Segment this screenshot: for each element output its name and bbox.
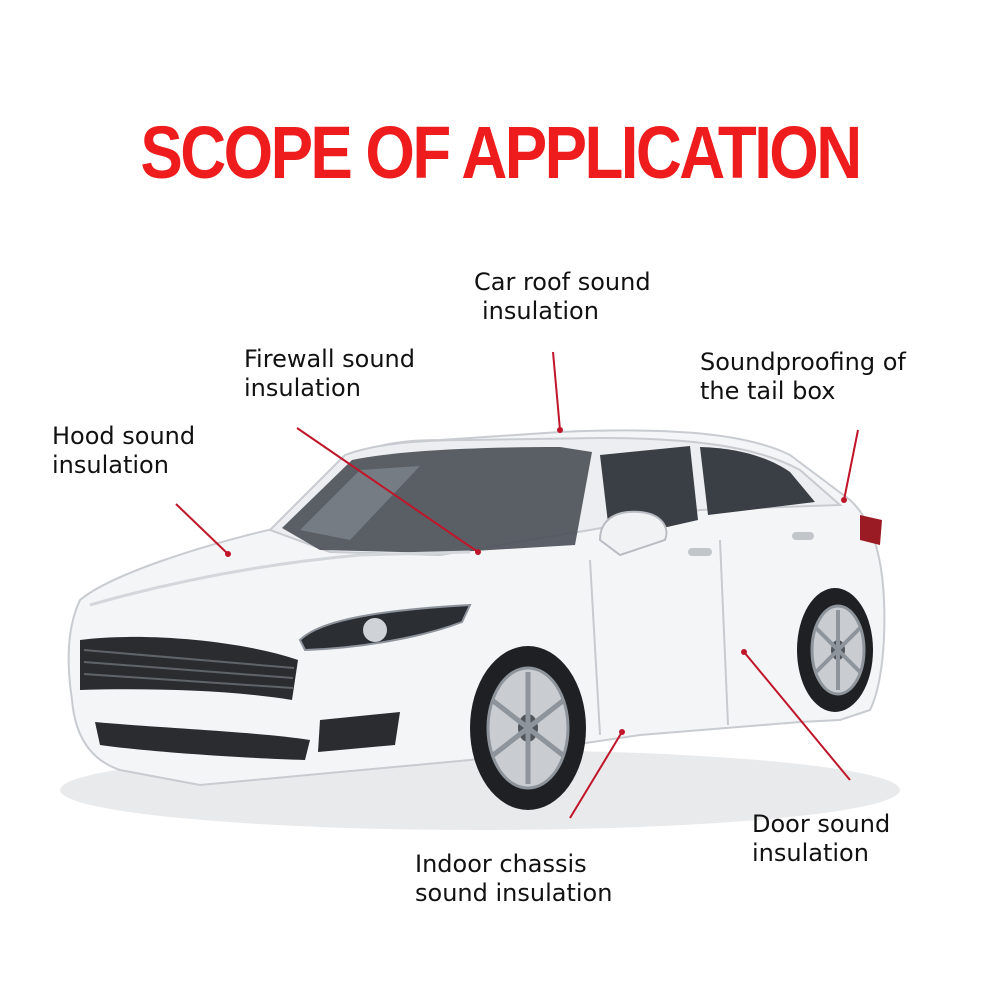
callout-hood-line2: insulation	[52, 451, 169, 479]
front-door-handle	[688, 548, 712, 556]
leader-firewall	[296, 427, 479, 553]
leader-hood	[175, 503, 229, 555]
callout-chassis-line2: sound insulation	[415, 879, 613, 907]
callout-tail-line2: the tail box	[700, 377, 836, 405]
callout-tail-line1: Soundproofing of	[700, 348, 906, 376]
fog-lamp-housing	[318, 712, 400, 752]
callout-firewall: Firewall sound insulation	[244, 345, 415, 403]
door-seams	[589, 539, 729, 736]
headlight-lens	[363, 618, 387, 642]
lower-intake	[95, 722, 310, 760]
callout-hood: Hood sound insulation	[52, 422, 195, 480]
callout-roof-line2: insulation	[482, 297, 599, 325]
rear-wheel	[797, 588, 873, 712]
page-title: SCOPE OF APPLICATION	[140, 111, 862, 194]
callout-firewall-line1: Firewall sound	[244, 345, 415, 373]
grille-bars	[83, 649, 295, 689]
leader-tail	[843, 429, 859, 501]
callout-door-line1: Door sound	[752, 810, 891, 838]
side-mirror	[598, 510, 668, 557]
callout-roof: Car roof sound insulation	[474, 268, 651, 326]
callout-door: Door sound insulation	[752, 810, 890, 868]
callout-chassis: Indoor chassis sound insulation	[415, 850, 612, 908]
rear-side-window	[700, 447, 815, 515]
rear-door-handle	[792, 532, 814, 540]
leader-dots	[225, 427, 847, 735]
tail-lamp	[860, 515, 882, 545]
callout-firewall-line2: insulation	[244, 374, 361, 402]
hood-crease	[89, 550, 471, 607]
callout-roof-line1: Car roof sound	[474, 268, 651, 296]
front-wheel	[470, 646, 586, 810]
callout-door-line2: insulation	[752, 839, 869, 867]
leader-lines	[175, 351, 859, 819]
leader-chassis	[569, 731, 623, 819]
windshield	[282, 447, 592, 553]
leader-door	[743, 651, 851, 781]
callout-tail: Soundproofing of the tail box	[700, 348, 906, 406]
windshield-reflection	[300, 466, 420, 540]
leader-roof	[552, 351, 561, 431]
callout-hood-line1: Hood sound	[52, 422, 196, 450]
callout-chassis-line1: Indoor chassis	[415, 850, 587, 878]
